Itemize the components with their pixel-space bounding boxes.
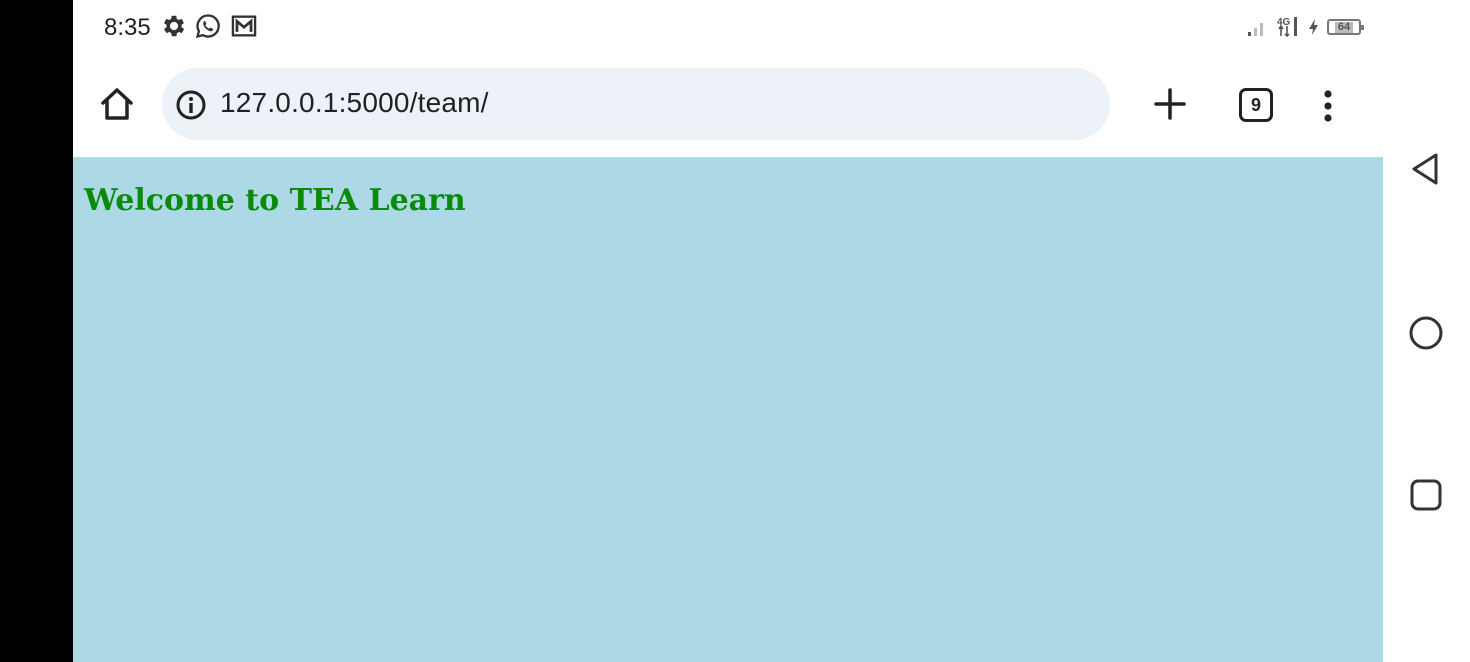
tab-switcher-button[interactable]: 9 <box>1239 88 1273 122</box>
left-bezel <box>0 0 73 662</box>
phone-screen: 8:35 4G <box>73 0 1383 662</box>
status-right: 4G 64 <box>1247 14 1364 40</box>
recents-icon[interactable] <box>1405 474 1447 516</box>
battery-icon: 64 <box>1327 19 1364 35</box>
whatsapp-icon <box>195 14 220 39</box>
signal-4g-icon: 4G <box>1277 17 1297 38</box>
browser-toolbar: 127.0.0.1:5000/team/ 9 <box>73 56 1383 156</box>
home-icon[interactable] <box>97 84 137 124</box>
address-bar[interactable]: 127.0.0.1:5000/team/ <box>162 68 1110 140</box>
system-nav-bar <box>1383 0 1470 662</box>
charging-icon <box>1309 19 1318 35</box>
more-vert-icon[interactable] <box>1313 86 1343 126</box>
page-heading: Welcome to TEA Learn <box>84 183 466 218</box>
network-type: 4G <box>1277 17 1291 28</box>
gear-icon <box>163 15 185 37</box>
back-icon[interactable] <box>1405 148 1447 190</box>
web-content: Welcome to TEA Learn <box>73 157 1383 662</box>
status-bar: 8:35 4G <box>73 0 1383 56</box>
battery-level: 64 <box>1334 21 1354 33</box>
home-circle-icon[interactable] <box>1405 312 1447 354</box>
gmail-icon <box>231 15 257 37</box>
plus-icon[interactable] <box>1150 84 1190 124</box>
info-icon[interactable] <box>175 89 207 121</box>
signal-weak-icon <box>1248 23 1263 36</box>
tab-count: 9 <box>1250 94 1261 115</box>
url-text[interactable]: 127.0.0.1:5000/team/ <box>220 87 489 118</box>
status-time: 8:35 <box>104 14 151 41</box>
